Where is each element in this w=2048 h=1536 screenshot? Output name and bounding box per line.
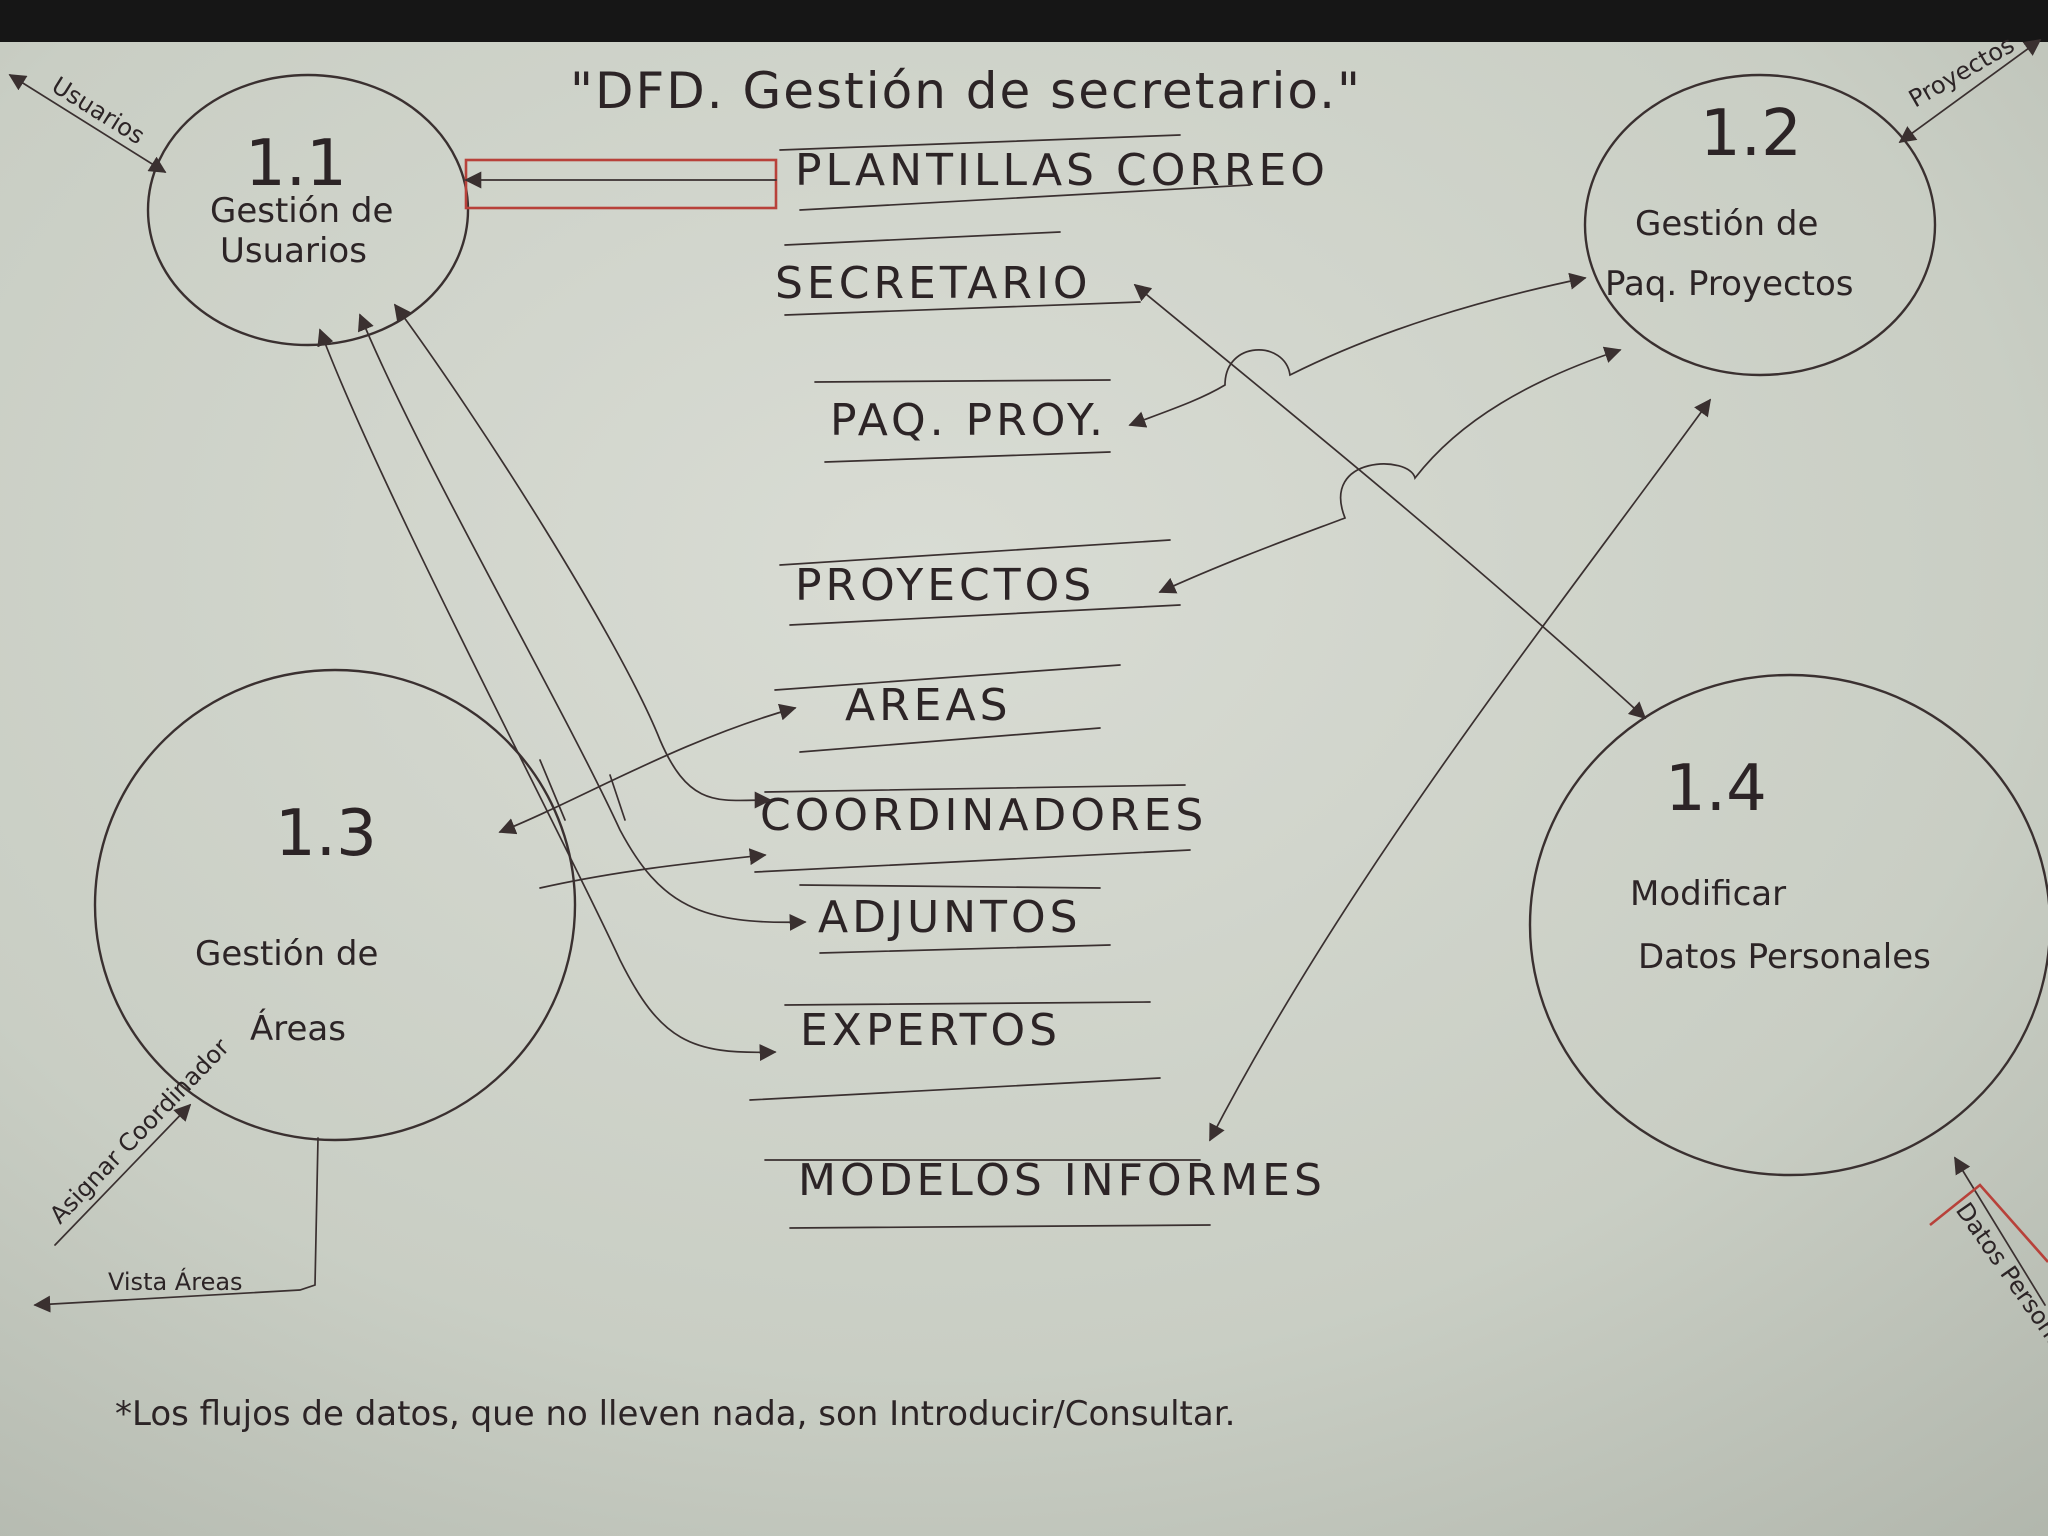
external-flow-vista-areas: Vista Áreas [33, 1137, 319, 1313]
svg-text:Vista Áreas: Vista Áreas [108, 1267, 243, 1296]
store-paq-proy: PAQ. PROY. [814, 379, 1111, 463]
svg-text:MODELOS INFORMES: MODELOS INFORMES [798, 1155, 1326, 1206]
store-proyectos: PROYECTOS [779, 539, 1181, 626]
process-1-2: 1.2 Gestión de Paq. Proyectos [1583, 73, 1937, 377]
process-label-line2: Paq. Proyectos [1605, 264, 1854, 304]
diagram-title: "DFD. Gestión de secretario." [570, 62, 1362, 120]
svg-text:PAQ. PROY.: PAQ. PROY. [830, 395, 1107, 446]
footnote: *Los flujos de datos, que no lleven nada… [115, 1394, 1235, 1434]
process-label-line2: Áreas [250, 1008, 346, 1049]
store-secretario: SECRETARIO [775, 231, 1141, 316]
process-label-line1: Modificar [1630, 874, 1786, 914]
process-number: 1.2 [1700, 97, 1802, 171]
process-number: 1.1 [245, 127, 347, 201]
process-number: 1.3 [275, 797, 377, 871]
store-modelos-informes: MODELOS INFORMES [764, 1155, 1326, 1229]
store-coordinadores: COORDINADORES [754, 784, 1207, 873]
svg-text:AREAS: AREAS [845, 680, 1012, 731]
svg-text:PLANTILLAS CORREO: PLANTILLAS CORREO [795, 145, 1329, 196]
process-label-line1: Gestión de [195, 934, 378, 974]
process-label-line2: Usuarios [220, 231, 367, 271]
store-expertos: EXPERTOS [749, 1001, 1161, 1101]
store-plantillas-correo: PLANTILLAS CORREO [779, 134, 1329, 211]
process-number: 1.4 [1665, 752, 1767, 826]
board-frame-top [0, 0, 2048, 42]
store-areas: AREAS [774, 664, 1121, 753]
flows-1-2-to-stores [1128, 272, 1711, 1142]
process-1-1: 1.1 Gestión de Usuarios [146, 73, 470, 347]
process-label-line2: Datos Personales [1638, 937, 1931, 977]
svg-text:COORDINADORES: COORDINADORES [760, 790, 1207, 841]
svg-text:SECRETARIO: SECRETARIO [775, 258, 1092, 309]
process-label-line1: Gestión de [210, 191, 393, 231]
svg-text:ADJUNTOS: ADJUNTOS [818, 892, 1082, 943]
svg-text:PROYECTOS: PROYECTOS [795, 560, 1095, 611]
store-adjuntos: ADJUNTOS [799, 884, 1111, 954]
process-label-line1: Gestión de [1635, 204, 1818, 244]
flows-1-3-to-stores [498, 703, 797, 889]
svg-text:EXPERTOS: EXPERTOS [800, 1005, 1061, 1056]
